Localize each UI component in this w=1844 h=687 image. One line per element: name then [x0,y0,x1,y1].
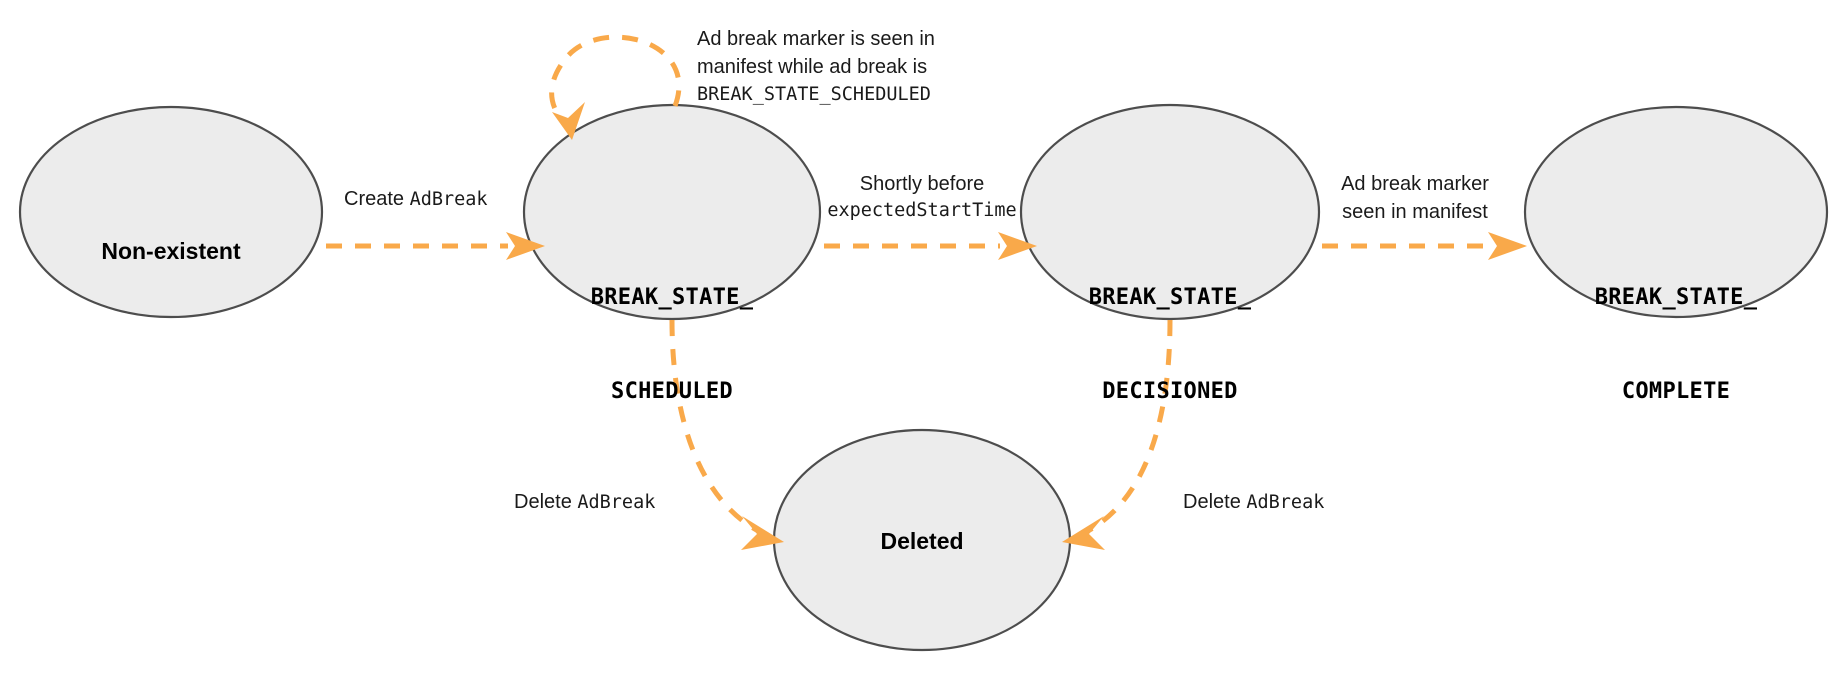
edge-delete-adbreak-from-scheduled [669,319,784,550]
edge-shortly-before-label-line1: Shortly before [859,173,985,195]
node-deleted[interactable] [772,428,1072,652]
edge-delete-from-decisioned-arrowhead [1062,516,1105,550]
edge-marker-seen-manifest-label: Ad break marker seen in manifest [1300,170,1530,227]
edge-shortly-before-arrowhead [998,232,1037,260]
node-break-state-complete[interactable] [1523,105,1829,319]
node-break-state-scheduled[interactable] [522,103,822,321]
edge-marker-seen-self-loop-label: Ad break marker is seen in manifest whil… [697,25,997,108]
edge-marker-seen-self-loop-label-code: BREAK_STATE_SCHEDULED [697,83,931,105]
edge-delete-from-scheduled-label: Delete AdBreak [514,488,655,516]
edge-shortly-before-label-code: expectedStartTime [827,200,1017,222]
edge-marker-seen-self-loop [549,34,682,140]
edge-marker-seen-self-loop-line [549,34,682,125]
edge-delete-from-decisioned-label-plain: Delete [1183,491,1247,513]
edge-create-adbreak-label: Create AdBreak [344,185,488,213]
edge-shortly-before-label: Shortly before expectedStartTime [812,170,1032,225]
edge-delete-from-scheduled-line [669,319,762,535]
edge-delete-from-scheduled-label-plain: Delete [514,491,578,513]
node-break-state-decisioned[interactable] [1019,103,1321,321]
edge-ad-break-marker-seen-in-manifest [1322,232,1527,260]
edge-marker-seen-self-loop-arrowhead [552,102,585,140]
edge-delete-from-scheduled-label-code: AdBreak [577,492,656,513]
edge-shortly-before-expected-start-time [824,232,1037,260]
edge-marker-seen-manifest-label-line1: Ad break marker [1341,173,1489,195]
edge-create-adbreak [326,232,545,260]
edge-delete-from-scheduled-arrowhead [741,516,784,550]
edge-marker-seen-manifest-arrowhead [1488,232,1527,260]
edge-marker-seen-manifest-label-line2: seen in manifest [1342,201,1488,224]
edge-create-adbreak-label-code: AdBreak [409,189,488,210]
edge-create-adbreak-label-plain: Create [344,188,410,210]
edge-create-adbreak-arrowhead [506,232,545,260]
edge-delete-adbreak-from-decisioned [1062,319,1173,550]
edge-marker-seen-self-loop-label-line1: Ad break marker is seen in [697,28,935,50]
edge-marker-seen-self-loop-label-line2: manifest while ad break is [697,56,928,79]
edge-delete-from-decisioned-line [1084,319,1173,535]
edge-delete-from-decisioned-label: Delete AdBreak [1183,488,1324,516]
node-non-existent[interactable] [18,105,324,319]
edge-delete-from-decisioned-label-code: AdBreak [1246,492,1325,513]
